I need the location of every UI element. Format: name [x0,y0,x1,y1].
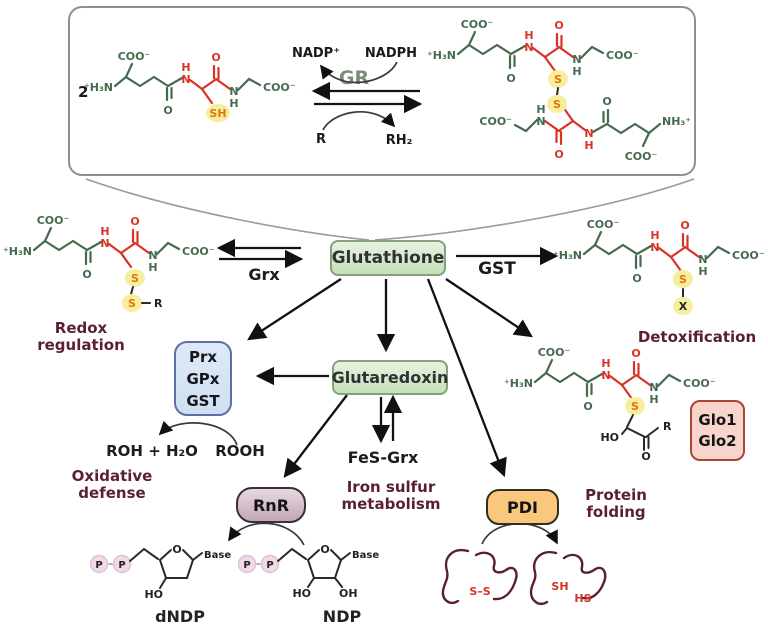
grx-edge-label: Grx [248,265,280,284]
gst-edge-label: GST [478,259,516,279]
ndp-structure: P P O Base HO OH NDP [237,543,379,626]
glutaredoxin-node: Glutaredoxin [332,360,448,395]
thiol-label: SH [209,107,226,120]
arrow-glutaredoxin-to-rnr [283,394,348,478]
glutathione-node: Glutathione [330,240,446,276]
roh-h2o-label: ROH + H₂O [106,442,198,460]
peroxidase-reaction-arc [158,420,238,446]
r-group-label: R [663,420,672,433]
rnr-label: RnR [252,495,290,515]
rnr-reaction-arc [228,522,305,546]
rooh-label: ROOH [215,442,265,460]
r-label: R [316,132,326,147]
arrow-glutathione-to-glo [445,278,533,338]
x-highlight [673,297,693,315]
arrow-glutathione-to-prx [247,278,342,341]
bond [626,427,646,438]
disulfide-bond [556,87,559,96]
sulfur-highlight [673,270,693,288]
dndp-label: dNDP [155,607,205,626]
sulfur-label: S [679,273,687,286]
sulfur-highlight [625,397,645,415]
disulfide-label: S–S [469,585,490,598]
ndp-label: NDP [323,607,362,626]
prx-label: Prx [188,347,218,366]
hydroxyl-label: HO [144,588,163,601]
thiol-label: HS [574,592,591,605]
sulfur-highlight [548,70,568,88]
peroxidase-node: Prx GPx GST [174,341,232,416]
oxygen-label: O [641,450,650,463]
rnr-node: RnR [236,487,306,523]
disulfide-bond [130,286,134,295]
bond [626,414,634,428]
sulfur-label: S [631,400,639,413]
gsh-conjugate-molecule: S X [551,216,766,315]
x-group-label: X [679,300,688,313]
redox-regulation-label: Redox regulation [37,319,125,355]
glutaredoxin-node-label: Glutaredoxin [331,368,449,387]
ring-oxygen-label: O [320,543,329,556]
dndp-structure: P P O Base HO dNDP [89,543,231,626]
bond [621,427,628,435]
funnel-line-left [85,178,370,241]
gssg-molecule: S S [425,16,693,165]
gsh-glyoxalase-molecule: S HO O R [502,344,717,463]
glutathione-node-label: Glutathione [331,248,445,268]
arrow-glutathione-to-pdi [426,278,507,478]
rh2-label: RH₂ [386,133,413,148]
protein-folding-label: Protein folding [585,486,647,522]
sulfur-highlight [547,95,567,113]
pdi-reaction-arc [481,522,558,545]
thiol-highlight [206,104,230,122]
sulfur-label: S [554,73,562,86]
pdi-label: PDI [507,497,538,517]
bond [645,427,659,438]
gr-reaction: NADP⁺ NADPH GR R RH₂ [292,46,423,148]
oxidized-protein: S–S [441,548,518,604]
gr-enzyme-label: GR [339,67,370,89]
phosphate-label: P [95,560,102,571]
base-label: Base [352,550,379,561]
gsh-molecule-panel: SH [82,48,297,122]
gpx-label: GPx [186,369,220,388]
r-group-label: R [154,297,163,310]
glo2-label: Glo2 [698,431,737,450]
phosphate-label: P [266,560,273,571]
hydroxyl-label: OH [339,587,358,600]
reduced-protein: SH HS [529,550,607,605]
hydroxyl-label: HO [292,587,311,600]
glo1-label: Glo1 [698,410,737,429]
iron-sulfur-metabolism-label: Iron sulfur metabolism [341,478,441,514]
phosphate-label: P [243,560,250,571]
gst-box-label: GST [186,391,220,410]
nadp-label: NADP⁺ [292,46,340,61]
thiol-label: SH [551,580,568,593]
sulfur-label: S [553,98,561,111]
base-label: Base [204,550,231,561]
detoxification-label: Detoxification [637,328,757,346]
fes-grx-label: FeS-Grx [347,448,419,467]
glyoxalase-node: Glo1 Glo2 [690,400,745,461]
phosphate-label: P [118,560,125,571]
gsh-mixed-disulfide-molecule: S S R [1,212,216,312]
nadph-label: NADPH [365,46,417,61]
sulfur-label: S [131,272,139,285]
pdi-node: PDI [486,489,559,525]
oxidative-defense-label: Oxidative defense [71,467,153,503]
sulfur-highlight [122,294,142,312]
substrate-curve [322,111,396,131]
nadph-curve [319,61,398,84]
hydroxyl-label: HO [600,431,619,444]
sulfur-highlight [125,269,145,287]
funnel-line-right [374,178,695,241]
ring-oxygen-label: O [172,543,181,556]
sulfur-label: S [128,297,136,310]
